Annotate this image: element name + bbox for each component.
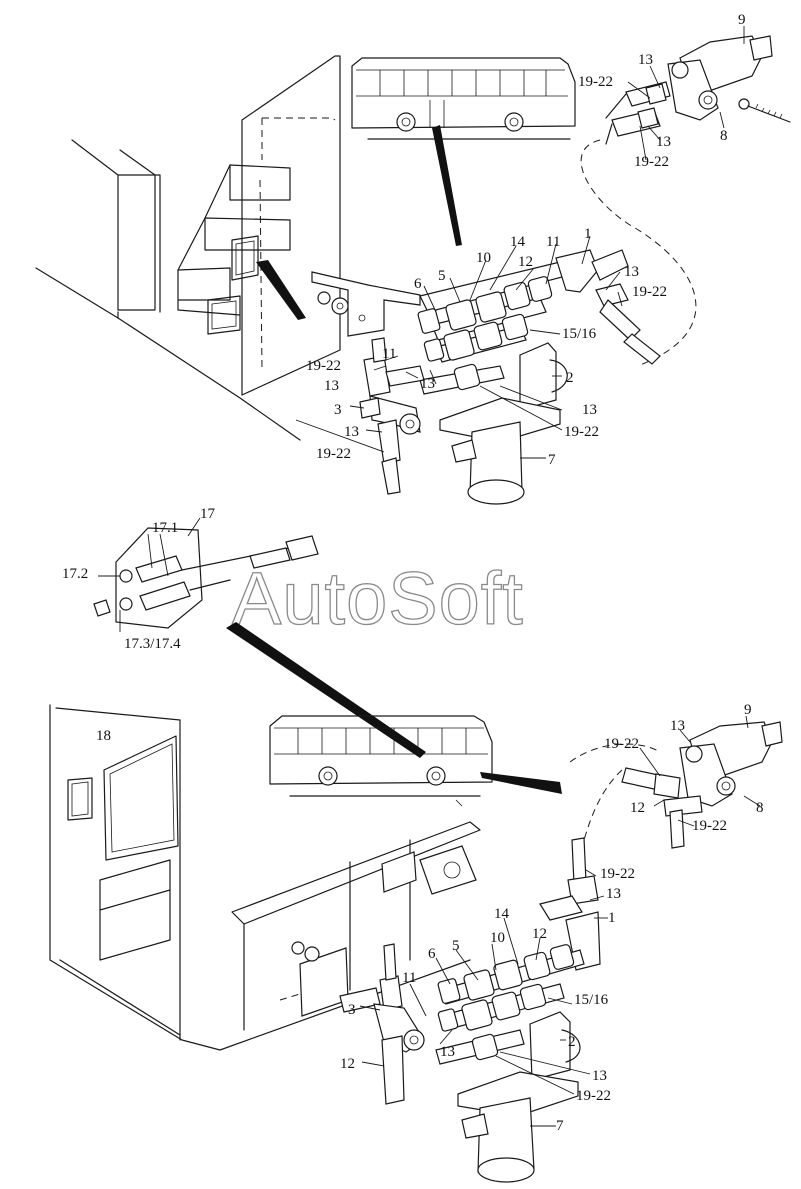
lower-label-13-center: 13 xyxy=(440,1044,455,1060)
upper-label-19-22-left: 19-22 xyxy=(306,358,341,374)
upper-mounting-bracket xyxy=(311,271,421,337)
upper-valve-9 xyxy=(605,35,791,145)
upper-view: 9 13 19-22 13 19-22 8 14 11 1 10 12 5 6 … xyxy=(35,12,791,505)
upper-label-1: 1 xyxy=(584,226,592,242)
lower-label-13-bottom: 13 xyxy=(592,1068,607,1084)
lower-label-13-top: 13 xyxy=(670,718,685,734)
upper-pointer-to-panel xyxy=(256,260,306,320)
lower-label-6: 6 xyxy=(428,946,436,962)
lower-label-15-16: 15/16 xyxy=(574,992,609,1008)
lower-label-19-22-tee: 19-22 xyxy=(600,866,635,882)
lower-label-18: 18 xyxy=(96,728,111,744)
upper-leader-lines xyxy=(295,26,745,459)
upper-label-11-left: 11 xyxy=(382,346,396,362)
upper-label-11-right: 11 xyxy=(546,234,560,250)
upper-label-15-16: 15/16 xyxy=(562,326,597,342)
upper-bus-body xyxy=(35,55,341,441)
upper-label-14: 14 xyxy=(510,234,526,250)
lower-valve-assembly xyxy=(339,837,601,1183)
lower-leader-lines xyxy=(359,715,761,1127)
lower-label-14: 14 xyxy=(494,906,510,922)
lower-label-1: 1 xyxy=(608,910,616,926)
upper-callouts: 9 13 19-22 13 19-22 8 14 11 1 10 12 5 6 … xyxy=(306,12,746,468)
upper-label-19-22-right: 19-22 xyxy=(632,284,667,300)
upper-label-8: 8 xyxy=(720,128,728,144)
detail-label-17-1: 17.1 xyxy=(152,520,178,536)
lower-pointer-to-detail xyxy=(226,622,426,758)
lower-bus-thumbnail xyxy=(269,715,493,807)
lower-label-13-tee: 13 xyxy=(606,886,621,902)
lower-label-19-22-top: 19-22 xyxy=(604,736,639,752)
lower-label-19-22-right: 19-22 xyxy=(692,818,727,834)
lower-valve-9 xyxy=(621,721,783,849)
upper-label-13-center: 13 xyxy=(420,376,435,392)
detail-label-17-3-17-4: 17.3/17.4 xyxy=(124,636,181,652)
detail-view-17: 17.1 17 17.2 17.3/17.4 xyxy=(62,506,319,652)
lower-label-9: 9 xyxy=(744,702,752,718)
upper-label-3: 3 xyxy=(334,402,342,418)
detail-panel-17 xyxy=(115,527,203,629)
lower-view: 18 13 9 19-22 12 8 19-22 19-22 13 1 14 1… xyxy=(49,622,783,1183)
upper-label-19-22-lower: 19-22 xyxy=(564,424,599,440)
lower-label-3: 3 xyxy=(348,1002,356,1018)
lower-label-19-22-bottom: 19-22 xyxy=(576,1088,611,1104)
lower-label-12-mid: 12 xyxy=(532,926,547,942)
upper-label-5: 5 xyxy=(438,268,446,284)
detail-label-17-2: 17.2 xyxy=(62,566,88,582)
upper-label-6: 6 xyxy=(414,276,422,292)
upper-label-13-mid: 13 xyxy=(656,134,671,150)
upper-bus-thumbnail xyxy=(351,57,576,140)
upper-label-12: 12 xyxy=(518,254,533,270)
upper-label-19-22-mid: 19-22 xyxy=(634,154,669,170)
watermark: AutoSoft xyxy=(232,557,524,640)
upper-pointer-from-bus xyxy=(432,125,462,246)
lower-label-8: 8 xyxy=(756,800,764,816)
lower-label-12-top: 12 xyxy=(630,800,645,816)
lower-label-5: 5 xyxy=(452,938,460,954)
upper-valve-assembly xyxy=(359,249,661,505)
upper-label-13-bottom: 13 xyxy=(344,424,359,440)
upper-dashed-hose xyxy=(580,139,697,366)
detail-label-17: 17 xyxy=(200,506,216,522)
lower-label-11: 11 xyxy=(402,970,416,986)
lower-label-12-bottom: 12 xyxy=(340,1056,355,1072)
upper-label-19-22-bottom: 19-22 xyxy=(316,446,351,462)
lower-label-2: 2 xyxy=(568,1034,576,1050)
lower-callouts: 18 13 9 19-22 12 8 19-22 19-22 13 1 14 1… xyxy=(96,702,764,1134)
upper-label-13-lower: 13 xyxy=(582,402,597,418)
upper-label-13-left: 13 xyxy=(324,378,339,394)
upper-label-2: 2 xyxy=(566,370,574,386)
lower-dashed-hose xyxy=(569,743,661,841)
lower-pointer-to-valve xyxy=(480,772,562,794)
upper-label-13-top: 13 xyxy=(638,52,653,68)
lower-label-7: 7 xyxy=(556,1118,564,1134)
lower-label-10: 10 xyxy=(490,930,505,946)
upper-label-10: 10 xyxy=(476,250,491,266)
upper-label-7: 7 xyxy=(548,452,556,468)
upper-label-9: 9 xyxy=(738,12,746,28)
upper-label-13-right: 13 xyxy=(624,264,639,280)
upper-label-19-22-top: 19-22 xyxy=(578,74,613,90)
lower-bus-body xyxy=(49,704,481,1051)
